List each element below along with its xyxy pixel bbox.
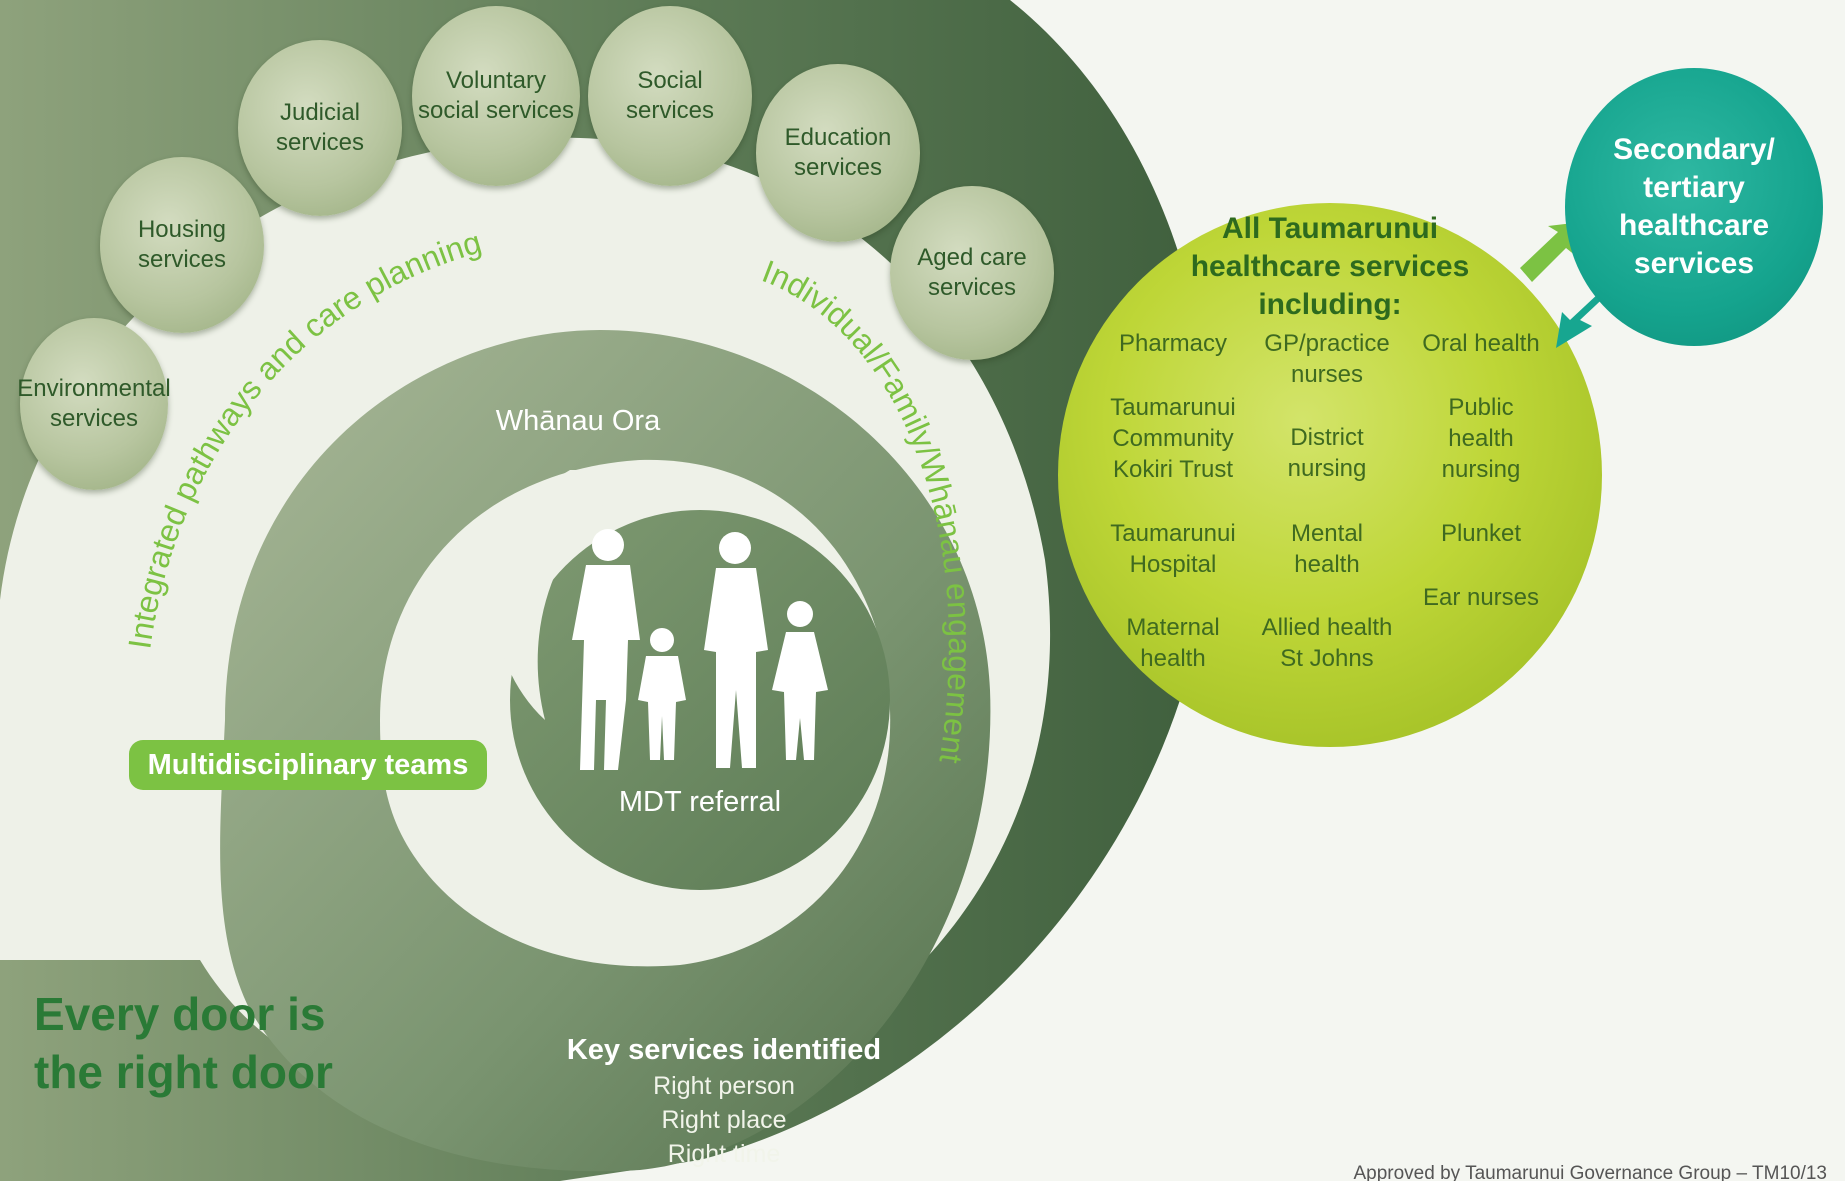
healthcare-circle bbox=[1058, 203, 1602, 747]
bubble-label: Environmental services bbox=[17, 375, 171, 432]
family-silhouette-icon bbox=[572, 529, 828, 770]
bubble-label: Judicial services bbox=[275, 99, 365, 156]
inner-crescent bbox=[494, 470, 650, 720]
healthcare-item: Ear nurses bbox=[1422, 584, 1540, 611]
healthcare-item: Maternal health bbox=[1126, 614, 1220, 672]
key-services-line: Right place bbox=[661, 1106, 787, 1134]
arrow-to-secondary-icon bbox=[1520, 222, 1582, 282]
key-services-line: Right time bbox=[667, 1140, 781, 1168]
bubble-judicial-services: Judicial services bbox=[238, 40, 402, 216]
bubble-label: Housing services bbox=[137, 216, 227, 273]
healthcare-title: All Taumarunui healthcare services inclu… bbox=[1190, 212, 1470, 321]
secondary-label: Secondary/ tertiary healthcare services bbox=[1613, 133, 1775, 280]
healthcare-item: Oral health bbox=[1422, 330, 1540, 357]
key-services-title: Key services identified bbox=[566, 1034, 882, 1066]
healthcare-item: District nursing bbox=[1287, 424, 1367, 482]
bubble-label: Aged care services bbox=[917, 244, 1027, 301]
bubble-label: Voluntary social services bbox=[417, 67, 575, 124]
inner-circle bbox=[510, 510, 890, 890]
bubble-label: Education services bbox=[784, 124, 892, 181]
bubble-housing-services: Housing services bbox=[100, 157, 264, 333]
tagline: Every door is the right door bbox=[34, 988, 333, 1098]
healthcare-item: Mental health bbox=[1290, 520, 1364, 578]
healthcare-item: GP/practice nurses bbox=[1264, 330, 1390, 388]
approval-note: Approved by Taumarunui Governance Group … bbox=[1353, 1163, 1827, 1181]
secondary-tertiary-circle: Secondary/ tertiary healthcare services bbox=[1565, 68, 1823, 346]
bubble-label: Social services bbox=[625, 67, 715, 124]
healthcare-item: Taumarunui Community Kokiri Trust bbox=[1110, 394, 1236, 483]
mdt-referral-label: MDT referral bbox=[618, 786, 782, 818]
key-services-line: Right person bbox=[653, 1072, 795, 1100]
healthcare-item: Pharmacy bbox=[1118, 330, 1228, 357]
bubble-education-services: Education services bbox=[756, 64, 920, 242]
healthcare-item: Plunket bbox=[1440, 520, 1522, 547]
arrow-to-healthcare-icon bbox=[1556, 290, 1612, 348]
healthcare-item: Allied health St Johns bbox=[1261, 614, 1393, 672]
bubble-aged-care-services: Aged care services bbox=[890, 186, 1054, 360]
bubble-environmental-services: Environmental services bbox=[17, 318, 171, 490]
multidisciplinary-teams-badge: Multidisciplinary teams bbox=[129, 740, 487, 790]
healthcare-item: Public health nursing bbox=[1441, 394, 1521, 483]
healthcare-item: Taumarunui Hospital bbox=[1110, 520, 1236, 578]
whanau-ora-label: Whānau Ora bbox=[495, 405, 661, 437]
bubble-voluntary-social-services: Voluntary social services bbox=[412, 6, 580, 186]
bubble-social-services: Social services bbox=[588, 6, 752, 186]
